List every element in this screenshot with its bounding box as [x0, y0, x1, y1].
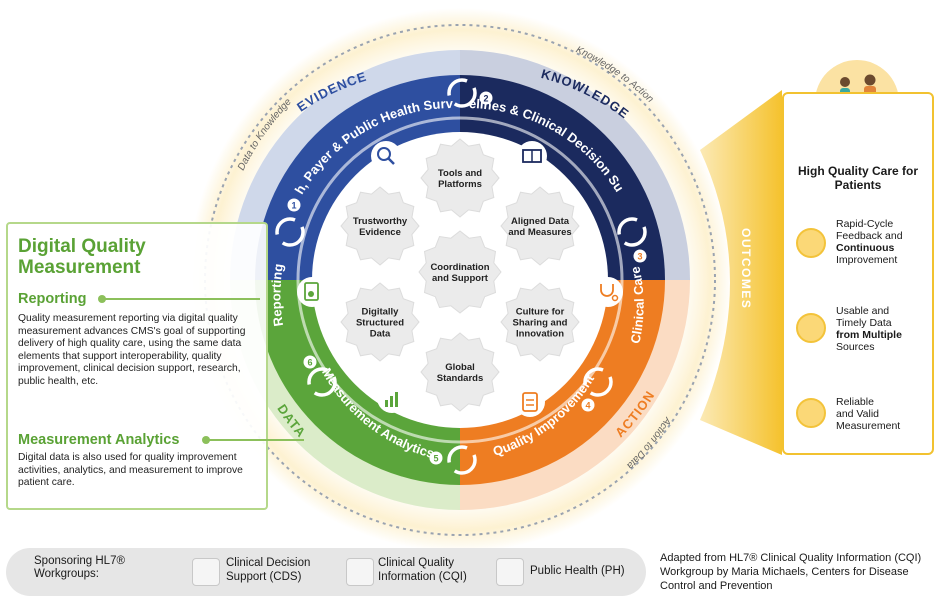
workgroups-title: Sponsoring HL7® Workgroups: — [34, 555, 125, 580]
analytics-heading: Measurement Analytics — [18, 432, 180, 448]
data-sources-icon — [796, 313, 826, 343]
gear-label-line: Tools and — [438, 168, 482, 179]
workgroup-cds: Clinical Decision Support (CDS) — [226, 557, 311, 583]
outcome-item-1: Rapid-Cycle Feedback and Continuous Impr… — [836, 218, 903, 266]
gear-label-line: Structured — [356, 318, 404, 329]
step-4: 4 — [585, 401, 590, 411]
reporting-heading: Reporting — [18, 291, 87, 307]
step-6: 6 — [307, 358, 312, 368]
magnifier-icon — [371, 141, 401, 171]
outcomes-title: High Quality Care for Patients — [797, 164, 919, 192]
gear-label-line: Innovation — [516, 329, 564, 340]
analytics-connector-dot — [202, 436, 210, 444]
reporting-connector-dot — [98, 295, 106, 303]
outcomes-label: OUTCOMES — [739, 228, 753, 309]
gear-label-line: Evidence — [359, 227, 401, 238]
ph-logo-box — [496, 558, 524, 586]
report-document-icon — [297, 277, 327, 307]
workgroup-cqi: Clinical Quality Information (CQI) — [378, 557, 467, 583]
step-5: 5 — [433, 454, 438, 464]
feedback-icon — [796, 228, 826, 258]
gear-label-line: Standards — [437, 373, 483, 384]
bar-chart-icon — [377, 383, 407, 413]
clinical-care-title: Clinical Care — [627, 265, 646, 345]
measurement-chart-icon — [796, 398, 826, 428]
cds-logo-box — [192, 558, 220, 586]
gear-label-line: Digitally — [362, 307, 400, 318]
gear-label-line: Global — [445, 362, 475, 373]
step-2: 2 — [483, 94, 488, 104]
gear-label-line: Coordination — [430, 262, 489, 273]
gear-label-line: Data — [370, 329, 391, 340]
gear-label-line: Platforms — [438, 179, 482, 190]
panel-title: Digital Quality Measurement — [18, 236, 146, 278]
gear-label-line: Sharing and — [513, 318, 568, 329]
gear-label-line: Culture for — [516, 307, 565, 318]
workgroup-ph: Public Health (PH) — [530, 565, 625, 577]
clipboard-icon — [515, 387, 545, 417]
step-3: 3 — [637, 252, 642, 262]
attribution-credit: Adapted from HL7® Clinical Quality Infor… — [660, 552, 922, 592]
cqi-logo-box — [346, 558, 374, 586]
outcomes-arrow — [700, 90, 782, 455]
cycle-arrows-icon — [275, 78, 647, 475]
gear-label-line: Aligned Data — [511, 216, 570, 227]
reporting-title: Reporting — [268, 263, 286, 328]
workgroups-bar — [6, 548, 646, 596]
outcome-item-2: Usable and Timely Data from Multiple Sou… — [836, 305, 902, 353]
book-icon — [517, 141, 547, 171]
analytics-connector — [204, 439, 304, 441]
analytics-text: Digital data is also used for quality im… — [18, 452, 243, 489]
gear-label-line: Trustworthy — [353, 216, 408, 227]
stethoscope-icon — [593, 277, 623, 307]
reporting-text: Quality measurement reporting via digita… — [18, 313, 246, 387]
digital-quality-panel — [6, 222, 268, 510]
outcomes-panel — [782, 92, 934, 455]
gear-label-line: and Support — [432, 273, 489, 284]
gear-label-line: and Measures — [508, 227, 571, 238]
reporting-connector — [100, 298, 260, 300]
step-1: 1 — [291, 201, 296, 211]
outcome-item-3: Reliable and Valid Measurement — [836, 396, 901, 432]
